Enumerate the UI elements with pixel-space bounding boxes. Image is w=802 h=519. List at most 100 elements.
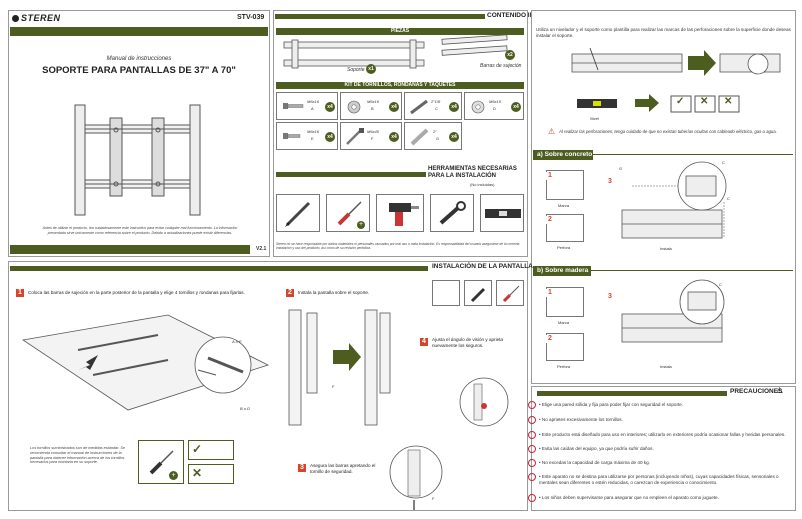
precaution-item: • Elige una pared sólida y fija para pod… [528,401,789,409]
wrong-screw-box: ✕ [188,464,234,484]
drill-warning: Al realizar las perforaciones, tenga cui… [559,129,777,134]
prohibit-icon [528,431,536,439]
label-c: C [727,196,730,201]
tool-icon-screwdriver [496,280,524,306]
kit-spec: M6x16 [367,99,380,104]
piezas-header: PIEZAS [276,28,524,35]
step-4-text: Ajusta el ángulo de visión y aprieta nue… [432,337,503,348]
kit-qty: x4 [389,132,399,142]
hang-screen-drawing [288,309,391,426]
kit-item-f: M6x40 F x4 [340,122,402,150]
concrete-header: a) Sobre concreto [533,150,593,160]
precaution-text: Evita las caídas del equipo, ya que podr… [541,446,654,451]
kit-spec: M6x16 [307,129,320,134]
brand-name: STEREN [21,13,61,23]
concrete-step-3-num: 3 [606,178,614,186]
screwdriver-icon [502,285,520,303]
kit-item-c: 2"1/8 C x4 [404,92,462,120]
precaution-item: • Este aparato no se destina para utiliz… [528,473,787,485]
warning-icon: ⚠ [548,127,556,136]
mount-illustration [74,104,201,216]
step-2-text: Instala la pantalla sobre el soporte. [298,290,370,295]
screen-title-bar [10,266,428,271]
screwdriver-icon [337,201,362,226]
tools-title: HERRAMIENTAS NECESARIAS PARA LA INSTALAC… [428,166,517,179]
precautions-panel [531,386,796,511]
check-icon: ✓ [676,96,685,107]
wood-step-3-num: 3 [606,293,614,301]
prohibit-icon [528,459,536,467]
step-3-num: 3 [298,464,306,472]
level-check-drawing [577,94,740,113]
concrete-step-1-num: 1 [546,172,554,180]
kit-spec: M6x16 [307,99,320,104]
kit-code: D [493,106,496,111]
wrench-icon [470,287,486,303]
tv-back-drawing [21,314,270,411]
concrete-install-drawing [621,161,727,239]
brand-logo: STEREN [12,13,61,23]
label-c: C [722,160,725,165]
step-3-text: Asegura las barras apretando el tornillo… [310,463,376,474]
tools-title-bar [276,172,426,177]
tool-level [480,194,524,232]
wood-install-drawing [621,279,725,343]
washer-icon [471,100,485,114]
wood-header: b) Sobre madera [533,266,591,276]
bolt-icon [283,103,304,109]
precaution-item: • No aprietes excesivamente los tornillo… [528,416,789,424]
kit-code: B [371,106,374,111]
marking-drawing [571,47,781,76]
precaution-text: Los niños deben supervisarse para asegur… [541,495,719,500]
bolt-icon [283,133,301,139]
wood-step-1-num: 1 [546,289,554,297]
washer-icon [347,100,361,114]
concrete-instala: Instala [660,246,672,251]
kit-code: G [436,136,440,141]
wood-step-2 [546,333,584,361]
precaution-text: No excedas la capacidad de carga máxima … [541,460,650,465]
level-icon [485,209,521,218]
cover-bottom-stripe [10,245,250,254]
cover-note: Antes de utilizar el producto, lea cuida… [42,226,238,235]
kit-item-a: M6x16 A x4 [276,92,338,120]
kit-qty: x4 [325,102,335,112]
anchor-icon [410,128,429,146]
soporte-drawing [283,39,425,69]
check-icon: ✓ [192,442,203,456]
prohibit-icon [528,473,536,481]
phillips-icon: + [169,471,178,480]
precaution-text: No aprietes excesivamente los tornillos. [541,417,623,422]
kit-item-e: M6x16 E x4 [276,122,338,150]
wood-step-2-num: 2 [546,335,554,343]
warning-icon: ⚠ [776,386,784,395]
concrete-perfora: Perfora [557,245,571,250]
wrench-icon [439,201,466,225]
contents-disclaimer: Steren no se hace responsable por daños … [276,242,520,251]
wood-header-line [591,270,793,271]
kit-qty: x4 [449,102,459,112]
cross-icon: ✕ [700,96,709,107]
pencil-icon [285,201,311,227]
barras-label: Barras de sujeción [480,63,522,69]
concrete-header-line [593,154,793,155]
step-1-num: 1 [16,289,24,297]
model-number: STV-039 [237,14,265,21]
lock-drawing [389,445,443,510]
kit-qty: x4 [325,132,335,142]
mount-intro: Utiliza un nivelador y el soporte como p… [536,27,791,38]
tool-icon-hands [432,280,460,306]
kit-item-g: 2" G x4 [404,122,462,150]
screws-note: Los tornillos suministrados son de medid… [30,446,126,465]
kit-qty: x4 [449,132,459,142]
precautions-title: PRECAUCIONES [730,388,783,395]
step-4-num: 4 [420,338,428,346]
barras-qty: x2 [505,50,515,60]
screen-install-title: INSTALACIÓN DE LA PANTALLA [432,263,533,270]
correct-screw-box: ✓ [188,440,234,460]
label-ae: A o E [232,339,242,344]
kit-qty: x4 [389,102,399,112]
barras-drawing [441,34,508,56]
cover-top-stripe [10,27,268,36]
contents-title-bar-left [275,14,485,19]
